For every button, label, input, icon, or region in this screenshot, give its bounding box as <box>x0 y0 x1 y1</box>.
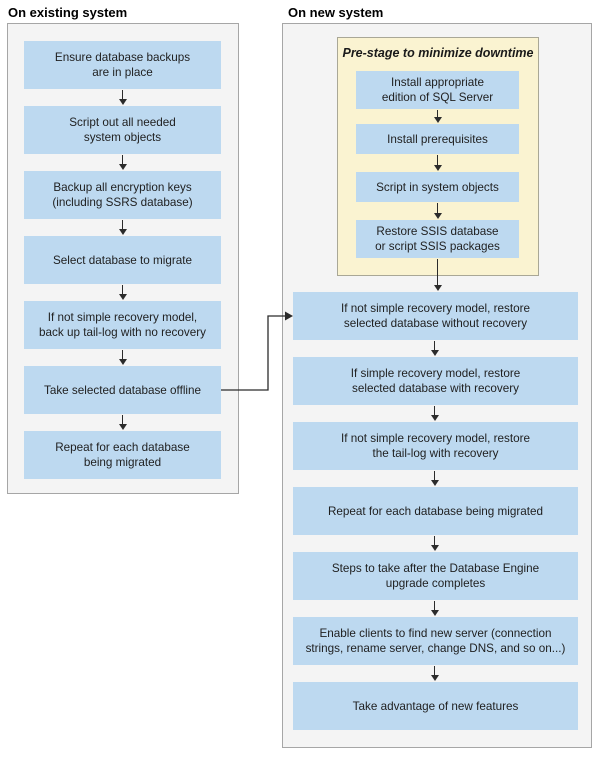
down-arrow <box>433 110 442 123</box>
down-arrow <box>118 90 127 105</box>
down-arrow <box>118 285 127 300</box>
step-enable-clients: Enable clients to find new server (conne… <box>293 617 578 665</box>
step-post-upgrade-steps: Steps to take after the Database Engine … <box>293 552 578 600</box>
prestage-title: Pre-stage to minimize downtime <box>342 46 534 60</box>
step-restore-without-recovery: If not simple recovery model, restore se… <box>293 292 578 340</box>
step-backup-tail-log: If not simple recovery model, back up ta… <box>24 301 221 349</box>
step-install-sql-server: Install appropriate edition of SQL Serve… <box>356 71 519 109</box>
step-restore-ssis: Restore SSIS database or script SSIS pac… <box>356 220 519 258</box>
step-script-in-system-objects: Script in system objects <box>356 172 519 202</box>
down-arrow <box>430 601 439 616</box>
step-restore-tail-log: If not simple recovery model, restore th… <box>293 422 578 470</box>
down-arrow <box>118 415 127 430</box>
existing-system-title: On existing system <box>8 5 128 20</box>
step-restore-with-recovery: If simple recovery model, restore select… <box>293 357 578 405</box>
step-take-advantage-new-features: Take advantage of new features <box>293 682 578 730</box>
step-repeat-each-database: Repeat for each database being migrated <box>24 431 221 479</box>
step-repeat-each-database-new: Repeat for each database being migrated <box>293 487 578 535</box>
down-arrow <box>118 350 127 365</box>
step-select-database: Select database to migrate <box>24 236 221 284</box>
step-backup-encryption-keys: Backup all encryption keys (including SS… <box>24 171 221 219</box>
down-arrow <box>433 155 442 171</box>
down-arrow <box>430 536 439 551</box>
down-arrow <box>118 155 127 170</box>
down-arrow <box>430 471 439 486</box>
down-arrow <box>430 666 439 681</box>
down-arrow <box>433 259 442 291</box>
down-arrow <box>118 220 127 235</box>
step-take-database-offline: Take selected database offline <box>24 366 221 414</box>
down-arrow <box>433 203 442 219</box>
step-ensure-backups: Ensure database backups are in place <box>24 41 221 89</box>
down-arrow <box>430 341 439 356</box>
step-install-prerequisites: Install prerequisites <box>356 124 519 154</box>
step-script-out-system-objects: Script out all needed system objects <box>24 106 221 154</box>
down-arrow <box>430 406 439 421</box>
new-system-title: On new system <box>288 5 384 20</box>
